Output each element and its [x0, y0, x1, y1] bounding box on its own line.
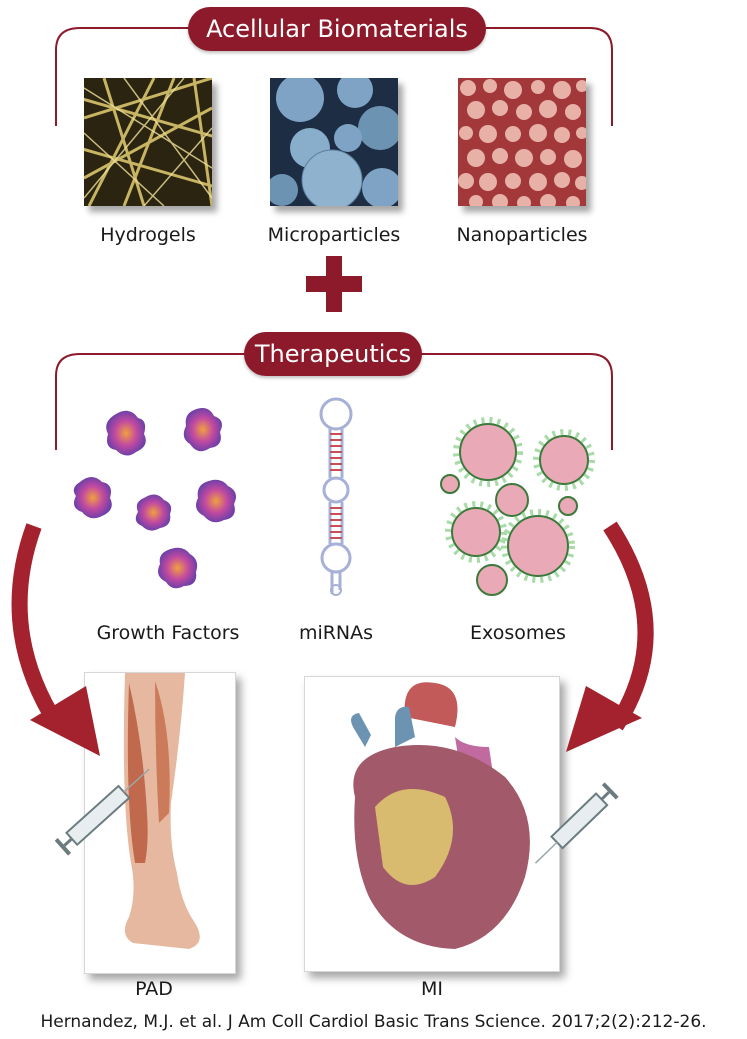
curved-arrow-icon: [11, 523, 100, 756]
mirnas-label: miRNAs: [298, 622, 374, 644]
exosomes-label: Exosomes: [470, 622, 566, 644]
citation: Hernandez, M.J. et al. J Am Coll Cardiol…: [40, 1012, 707, 1032]
mi-label: MI: [421, 978, 443, 1000]
hydrogels-image: [84, 78, 212, 206]
mirna-image: [319, 397, 353, 596]
curved-arrow-icon: [566, 521, 654, 752]
exosomes-image: [440, 417, 595, 596]
syringe-icon: [54, 768, 150, 856]
microparticles-image: [270, 78, 398, 206]
growth-factors-label: Growth Factors: [96, 622, 240, 644]
microparticles-label: Microparticles: [267, 224, 401, 246]
pad-leg-image: [84, 672, 236, 974]
mi-heart-image: [304, 676, 560, 972]
biomaterials-title: Acellular Biomaterials: [188, 7, 486, 51]
biomaterials-bracket: [55, 27, 613, 126]
therapeutics-bracket: [55, 353, 613, 450]
hydrogels-label: Hydrogels: [100, 224, 196, 246]
nanoparticles-image: [458, 78, 586, 206]
nanoparticles-label: Nanoparticles: [456, 224, 588, 246]
therapeutics-title: Therapeutics: [244, 332, 422, 376]
syringe-icon: [534, 782, 619, 864]
growth-factors-image: [73, 408, 236, 589]
plus-icon: [306, 256, 362, 312]
pad-label: PAD: [135, 978, 173, 1000]
